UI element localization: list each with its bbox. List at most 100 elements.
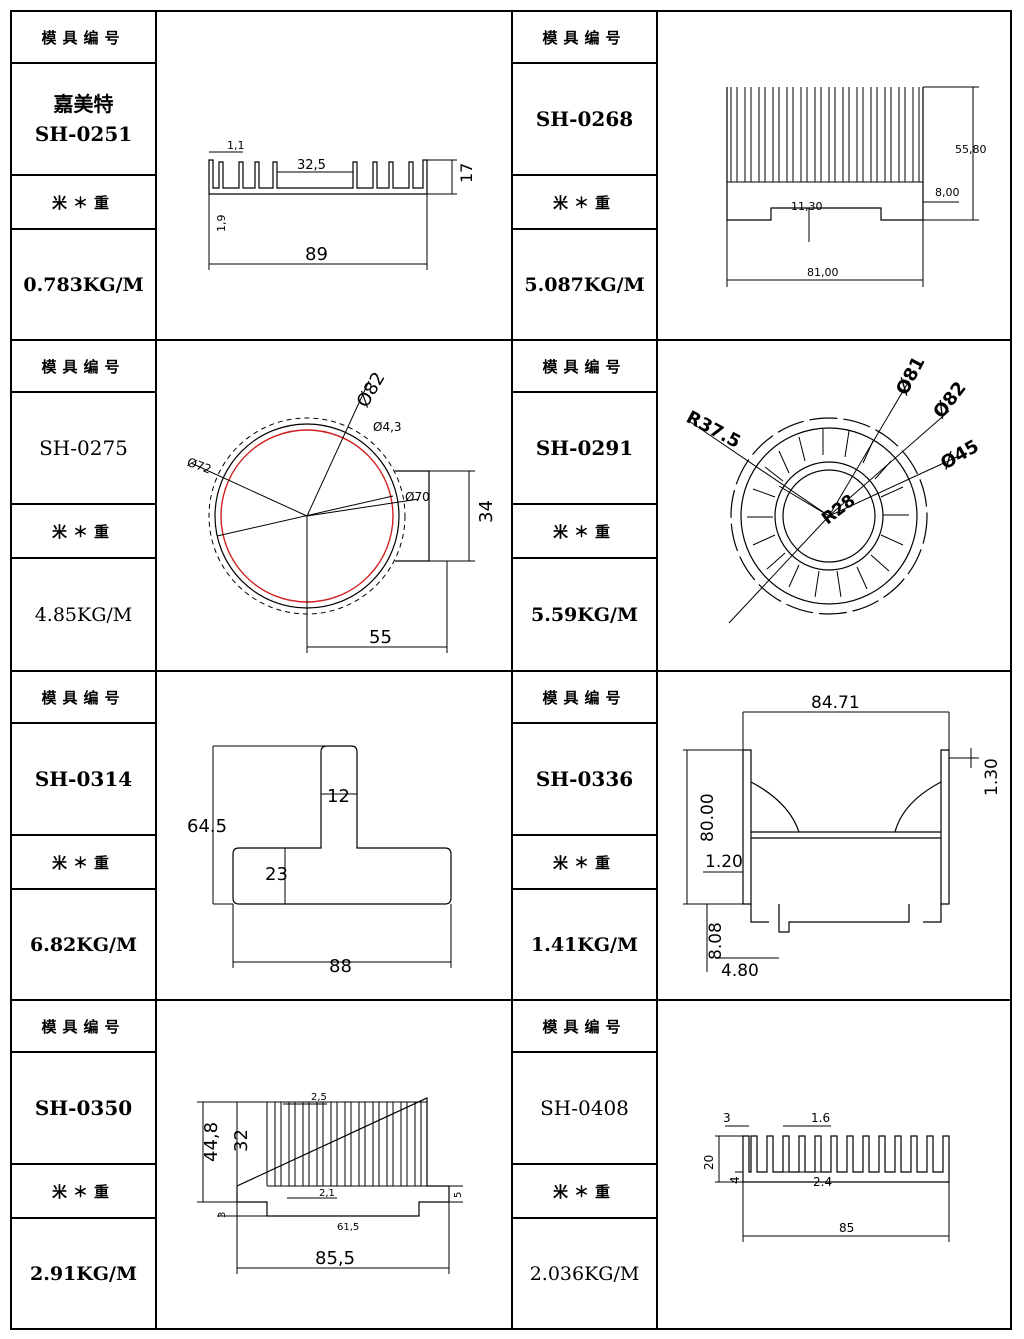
dim-label: 2,1 xyxy=(319,1188,335,1199)
profile-drawing-sh0291: R37.5 Ø81 Ø82 Ø45 R28 xyxy=(658,341,1010,672)
weight-label: 米＊重 xyxy=(513,1165,658,1219)
mold-no-label: 模具编号 xyxy=(513,12,658,64)
weight-label: 米＊重 xyxy=(12,836,157,890)
spec-row-1: 模具编号 嘉美特 SH-0251 米＊重 0.783KG/M 1,1 32,5 … xyxy=(12,12,1010,341)
dim-label: 55,80 xyxy=(955,143,987,156)
weight-cell: 5.087KG/M xyxy=(513,230,658,341)
label-text: 米＊重 xyxy=(51,1182,115,1201)
mold-code: SH-0268 xyxy=(535,107,634,131)
dim-label: 4.80 xyxy=(721,961,759,981)
mold-code-cell: SH-0275 xyxy=(12,393,157,505)
label-text: 米＊重 xyxy=(552,853,616,872)
spec-sheet: 模具编号 嘉美特 SH-0251 米＊重 0.783KG/M 1,1 32,5 … xyxy=(10,10,1012,1330)
mold-code-cell: SH-0336 xyxy=(513,724,658,836)
dim-label: Ø72 xyxy=(185,455,213,477)
dim-label: 2.4 xyxy=(813,1175,832,1189)
mold-no-label: 模具编号 xyxy=(513,1001,658,1053)
weight-value: 0.783KG/M xyxy=(23,273,144,296)
dim-label: 64.5 xyxy=(187,816,227,837)
dim-label: R28 xyxy=(818,491,859,529)
drawing-svg: R37.5 Ø81 Ø82 Ø45 R28 xyxy=(683,353,983,624)
label-text: 米＊重 xyxy=(51,193,115,212)
drawing-svg: 64.5 12 23 88 xyxy=(187,745,452,977)
label-text: 模具编号 xyxy=(542,357,627,376)
mold-code-cell: 嘉美特 SH-0251 xyxy=(12,64,157,176)
label-text: 模具编号 xyxy=(542,688,627,707)
dim-label: 32,5 xyxy=(297,158,326,173)
drawing-svg: 3 1.6 20 4 2.4 85 xyxy=(702,1111,950,1242)
drawing-svg: 1,1 32,5 17 1,9 89 xyxy=(208,139,476,270)
mold-code: SH-0336 xyxy=(535,767,634,791)
drawing-svg: 55,80 8,00 11,30 81,00 xyxy=(726,86,987,287)
weight-cell: 6.82KG/M xyxy=(12,890,157,1001)
dim-label: 1.6 xyxy=(811,1111,830,1125)
dim-label: 3 xyxy=(723,1111,731,1125)
weight-value: 4.85KG/M xyxy=(34,603,133,626)
label-text: 模具编号 xyxy=(542,28,627,47)
dim-label: Ø70 xyxy=(405,490,430,504)
profile-drawing-sh0314: 64.5 12 23 88 xyxy=(157,672,513,1001)
profile-outline xyxy=(742,749,950,905)
dim-label: 20 xyxy=(702,1155,716,1170)
dim-label: 8,00 xyxy=(935,186,960,199)
profile-outline xyxy=(208,159,428,195)
dim-label: 85,5 xyxy=(315,1248,355,1269)
mold-code: SH-0314 xyxy=(34,767,133,791)
dim-label: 17 xyxy=(457,163,476,183)
label-text: 模具编号 xyxy=(542,1017,627,1036)
dim-label: 44,8 xyxy=(201,1122,222,1162)
mold-no-label: 模具编号 xyxy=(12,341,157,393)
weight-cell: 0.783KG/M xyxy=(12,230,157,341)
weight-label: 米＊重 xyxy=(513,836,658,890)
spec-row-4: 模具编号 SH-0350 米＊重 2.91KG/M 2,5 44,8 xyxy=(12,1001,1010,1328)
mold-no-label: 模具编号 xyxy=(513,672,658,724)
profile-drawing-sh0408: 3 1.6 20 4 2.4 85 xyxy=(658,1001,1010,1328)
weight-label: 米＊重 xyxy=(12,176,157,230)
mold-code-cell: SH-0350 xyxy=(12,1053,157,1165)
profile-outline xyxy=(232,745,452,905)
drawing-svg: 2,5 44,8 32 2,1 5 3 61,5 85,5 xyxy=(197,1092,464,1274)
dim-label: 8.08 xyxy=(706,922,726,960)
profile-outline xyxy=(742,1135,950,1183)
mold-code-cell: SH-0314 xyxy=(12,724,157,836)
dim-label: 1.30 xyxy=(982,758,1002,796)
drawing-svg: Ø82 Ø4,3 Ø72 Ø70 34 55 xyxy=(185,369,497,653)
label-text: 模具编号 xyxy=(41,688,126,707)
label-text: 模具编号 xyxy=(41,357,126,376)
label-text: 米＊重 xyxy=(51,853,115,872)
mold-no-label: 模具编号 xyxy=(12,1001,157,1053)
dim-label: 55 xyxy=(369,627,392,648)
dim-label: 1.20 xyxy=(705,852,743,872)
profile-drawing-sh0251: 1,1 32,5 17 1,9 89 xyxy=(157,12,513,341)
label-text: 米＊重 xyxy=(552,522,616,541)
mold-code-cell: SH-0408 xyxy=(513,1053,658,1165)
dim-label: 81,00 xyxy=(807,266,839,279)
weight-cell: 4.85KG/M xyxy=(12,559,157,672)
spec-row-2: 模具编号 SH-0275 米＊重 4.85KG/M Ø82 Ø4,3 xyxy=(12,341,1010,672)
label-text: 米＊重 xyxy=(552,193,616,212)
dim-label: Ø81 xyxy=(892,353,929,398)
dim-label: Ø4,3 xyxy=(373,420,402,434)
mold-no-label: 模具编号 xyxy=(12,12,157,64)
brand-name: 嘉美特 xyxy=(53,92,114,116)
mold-no-label: 模具编号 xyxy=(513,341,658,393)
dim-label: 32 xyxy=(231,1129,252,1152)
dim-label: 1,1 xyxy=(227,139,245,152)
spec-row-3: 模具编号 SH-0314 米＊重 6.82KG/M 64.5 12 23 88 … xyxy=(12,672,1010,1001)
mold-code: SH-0408 xyxy=(540,1096,629,1120)
weight-value: 2.036KG/M xyxy=(529,1262,640,1285)
mold-code-cell: SH-0291 xyxy=(513,393,658,505)
profile-drawing-sh0350: 2,5 44,8 32 2,1 5 3 61,5 85,5 xyxy=(157,1001,513,1328)
weight-label: 米＊重 xyxy=(12,505,157,559)
drawing-svg: 84.71 80.00 1.30 1.20 8.08 4.80 xyxy=(683,693,1002,981)
mold-no-label: 模具编号 xyxy=(12,672,157,724)
dim-label: 3 xyxy=(217,1212,228,1218)
dim-label: 89 xyxy=(305,244,328,265)
mold-code: SH-0350 xyxy=(34,1096,133,1120)
dim-label: 88 xyxy=(329,956,352,977)
dim-label: 34 xyxy=(476,500,497,523)
profile-drawing-sh0268: 55,80 8,00 11,30 81,00 xyxy=(658,12,1010,341)
dim-label: 80.00 xyxy=(698,793,718,842)
weight-label: 米＊重 xyxy=(513,176,658,230)
mold-code-cell: SH-0268 xyxy=(513,64,658,176)
